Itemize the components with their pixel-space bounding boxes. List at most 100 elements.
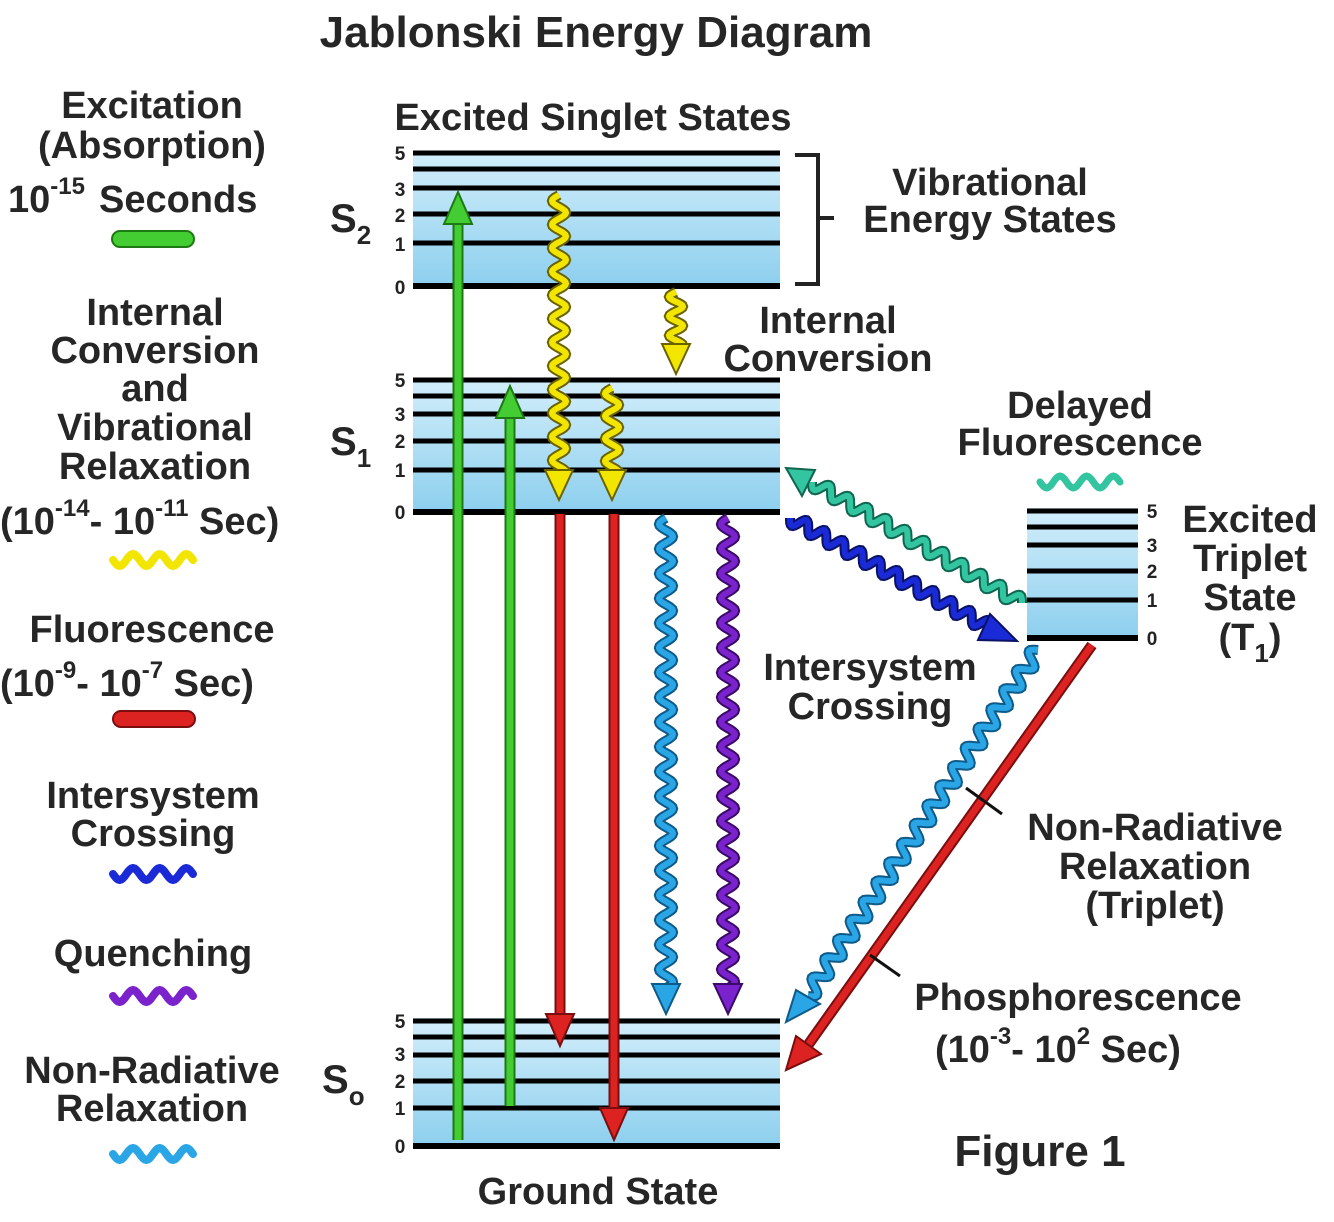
s1-label-letter: S bbox=[330, 420, 357, 464]
isc-label2: Crossing bbox=[788, 686, 953, 728]
s1-label: S1 bbox=[330, 420, 371, 473]
nonradiative-arrow bbox=[650, 513, 682, 1017]
s0-label-letter: S bbox=[322, 1058, 349, 1102]
legend-excitation-label: Excitation bbox=[61, 85, 243, 127]
phos-time-unit: Sec) bbox=[1090, 1029, 1181, 1071]
s0-band: 5 3 2 1 0 So Ground State bbox=[322, 1012, 780, 1213]
legend-nonradiative-label2: Relaxation bbox=[56, 1088, 248, 1130]
legend-fluorescence-time-b-exp: -7 bbox=[142, 657, 163, 684]
legend-excitation-time-unit: Seconds bbox=[99, 179, 257, 221]
s2-level-2: 2 bbox=[395, 206, 406, 227]
s0-label-sub: o bbox=[349, 1081, 365, 1111]
legend-ic-label5: Relaxation bbox=[59, 446, 251, 488]
nrt-label3: (Triplet) bbox=[1085, 885, 1224, 927]
s0-level-2: 2 bbox=[395, 1072, 406, 1093]
s1-level-3: 3 bbox=[395, 405, 406, 426]
phos-label2: (10-3- 102 Sec) bbox=[935, 1023, 1181, 1071]
triplet-label4-open: (T bbox=[1219, 617, 1255, 659]
s0-level-5: 5 bbox=[395, 1012, 406, 1033]
s1-level-5: 5 bbox=[395, 371, 406, 392]
legend-ic-label3: and bbox=[121, 368, 189, 410]
s0-level-3: 3 bbox=[395, 1045, 406, 1066]
legend-isc-label2: Crossing bbox=[71, 813, 236, 855]
t1-level-5: 5 bbox=[1147, 502, 1158, 523]
legend-excitation-label2: (Absorption) bbox=[38, 125, 266, 167]
s2-level-1: 1 bbox=[395, 235, 406, 256]
s2-level-0: 0 bbox=[395, 278, 406, 299]
vibrational-label2: Energy States bbox=[863, 199, 1116, 241]
ic-label1: Internal bbox=[759, 300, 896, 342]
vibrational-label1: Vibrational bbox=[892, 162, 1088, 204]
legend-excitation-time-exp: -15 bbox=[50, 173, 85, 200]
legend-fluorescence-time-unit: Sec) bbox=[163, 663, 254, 705]
s1-level-2: 2 bbox=[395, 432, 406, 453]
legend-fluorescence-label: Fluorescence bbox=[30, 609, 275, 651]
quenching-arrow bbox=[712, 513, 744, 1017]
s1-band: 5 3 2 1 0 S1 bbox=[330, 371, 780, 524]
legend-ic-time-b: - 10 bbox=[90, 501, 155, 543]
legend-ic-time-a: (10 bbox=[0, 501, 55, 543]
legend-ic-time: (10-14- 10-11 Sec) bbox=[0, 495, 279, 543]
t1-level-2: 2 bbox=[1147, 562, 1158, 583]
phos-time-b-exp: 2 bbox=[1077, 1023, 1090, 1050]
nonradiative-triplet-arrow bbox=[784, 644, 1040, 1025]
s1-level-1: 1 bbox=[395, 461, 406, 482]
triplet-label4-sub: 1 bbox=[1254, 638, 1268, 668]
legend-ic-swatch bbox=[109, 549, 197, 571]
legend-ic-label2: Conversion bbox=[50, 330, 259, 372]
t1-band: 5 3 2 1 0 Excited Triplet State (T1) bbox=[1027, 499, 1318, 668]
t1-level-3: 3 bbox=[1147, 536, 1158, 557]
phos-time-b: - 10 bbox=[1011, 1029, 1076, 1071]
delayed-label2: Fluorescence bbox=[958, 422, 1203, 464]
triplet-label1: Excited bbox=[1182, 499, 1317, 541]
vibrational-bracket: Vibrational Energy States bbox=[795, 153, 1117, 286]
s2-level-5: 5 bbox=[395, 144, 406, 165]
diagram-title: Jablonski Energy Diagram bbox=[320, 8, 873, 57]
s1-level-0: 0 bbox=[395, 503, 406, 524]
legend-ic-label1: Internal bbox=[86, 292, 223, 334]
legend-ic-time-b-exp: -11 bbox=[155, 495, 188, 522]
legend-quenching-swatch bbox=[109, 985, 197, 1007]
legend-fluorescence-swatch bbox=[112, 710, 196, 728]
legend-excitation-time-base: 10 bbox=[8, 179, 50, 221]
legend-fluorescence-time-b: - 10 bbox=[76, 663, 141, 705]
s2-band: 5 3 2 1 0 S2 bbox=[330, 144, 780, 299]
s2-label-sub: 2 bbox=[357, 220, 371, 250]
nrt-label1: Non-Radiative bbox=[1027, 807, 1282, 849]
absorption-arrows bbox=[442, 189, 526, 1140]
legend-quenching-label: Quenching bbox=[54, 933, 252, 975]
ic-label2: Conversion bbox=[723, 338, 932, 380]
legend-fluorescence-time-a-exp: -9 bbox=[55, 657, 76, 684]
t1-level-0: 0 bbox=[1147, 629, 1158, 650]
legend-isc-label1: Intersystem bbox=[46, 775, 259, 817]
legend-isc-swatch bbox=[109, 863, 197, 885]
triplet-label4-close: ) bbox=[1269, 617, 1282, 659]
s0-label: So bbox=[322, 1058, 365, 1111]
legend: Excitation (Absorption) 10-15 Seconds Int… bbox=[0, 85, 280, 1165]
nrt-label2: Relaxation bbox=[1059, 846, 1251, 888]
legend-fluorescence-time: (10-9- 10-7 Sec) bbox=[0, 657, 254, 705]
s0-level-0: 0 bbox=[395, 1137, 406, 1158]
legend-ic-label4: Vibrational bbox=[57, 407, 253, 449]
triplet-label2: Triplet bbox=[1193, 538, 1307, 580]
delayed-swatch bbox=[1036, 472, 1124, 492]
phos-label1: Phosphorescence bbox=[914, 977, 1241, 1019]
ground-state-label: Ground State bbox=[478, 1171, 719, 1213]
t1-level-1: 1 bbox=[1147, 591, 1158, 612]
legend-excitation-time: 10-15 Seconds bbox=[8, 173, 257, 221]
s1-label-sub: 1 bbox=[357, 443, 371, 473]
internal-conversion-arrows bbox=[543, 190, 692, 503]
isc-label1: Intersystem bbox=[763, 647, 976, 689]
fluorescence-arrows bbox=[544, 514, 630, 1143]
phos-time-a-exp: -3 bbox=[990, 1023, 1011, 1050]
delayed-fluorescence-arrow bbox=[784, 466, 1027, 606]
figure-label: Figure 1 bbox=[954, 1127, 1125, 1176]
phos-leader bbox=[869, 953, 901, 978]
legend-nonradiative-label1: Non-Radiative bbox=[24, 1050, 279, 1092]
nrt-leader bbox=[965, 786, 1003, 816]
legend-excitation-swatch bbox=[111, 230, 195, 248]
triplet-label3: State bbox=[1204, 577, 1297, 619]
s2-level-3: 3 bbox=[395, 180, 406, 201]
phos-time-a: (10 bbox=[935, 1029, 990, 1071]
